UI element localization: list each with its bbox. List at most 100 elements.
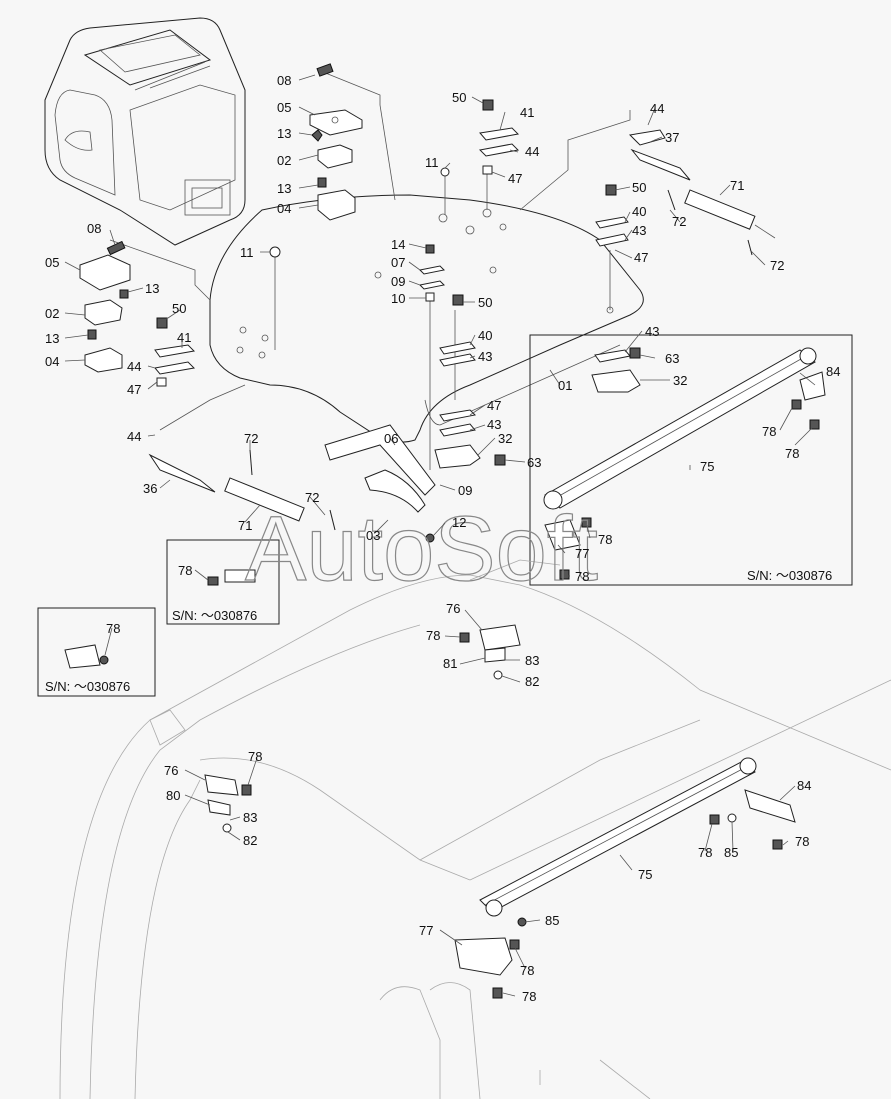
callout-l16: 72 xyxy=(770,258,784,273)
callout-l35: 50 xyxy=(172,301,186,316)
callout-l38: 47 xyxy=(127,382,141,397)
left-lock-assembly xyxy=(79,240,131,373)
callout-l14: 71 xyxy=(730,178,744,193)
bracket-variant xyxy=(64,644,109,669)
callout-l70: 78 xyxy=(248,749,262,764)
callout-l77: 85 xyxy=(724,845,738,860)
blind-detail-box xyxy=(529,334,853,586)
callout-l49: 78 xyxy=(785,446,799,461)
bracket-variant-box xyxy=(37,607,156,697)
callout-l27: 11 xyxy=(240,245,254,260)
callout-l48: 78 xyxy=(762,424,776,439)
callout-l51: 72 xyxy=(244,431,258,446)
callout-l31: 10 xyxy=(391,291,405,306)
callout-l13: 37 xyxy=(665,130,679,145)
callout-l53: 36 xyxy=(143,481,157,496)
callout-l06: 04 xyxy=(277,201,291,216)
callout-l80: 77 xyxy=(419,923,433,938)
callout-l19: 43 xyxy=(632,223,646,238)
callout-leaders xyxy=(64,74,816,997)
callout-labels: 08 05 13 02 13 04 50 41 44 47 11 44 37 7… xyxy=(45,73,840,1004)
callout-l60: 78 xyxy=(598,532,612,547)
callout-l09: 44 xyxy=(525,144,539,159)
callout-l45: 32 xyxy=(498,431,512,446)
callout-l63: 78 xyxy=(178,563,192,578)
callout-l30: 09 xyxy=(391,274,405,289)
hatch-plate xyxy=(209,194,644,443)
cab-thumbnail xyxy=(44,17,246,246)
callout-l12: 44 xyxy=(650,101,664,116)
blind-detail-top xyxy=(543,347,826,580)
callout-l78: 78 xyxy=(795,834,809,849)
callout-l57: 03 xyxy=(366,528,380,543)
callout-l34: 43 xyxy=(478,349,492,364)
callout-l71: 76 xyxy=(164,763,178,778)
callout-l66: 78 xyxy=(426,628,440,643)
callout-l08: 41 xyxy=(520,105,534,120)
callout-l68: 83 xyxy=(525,653,539,668)
callout-l11: 11 xyxy=(425,155,439,170)
callout-l62: 78 xyxy=(575,569,589,584)
serial-note-right: S/N: ～030876 xyxy=(747,568,832,583)
callout-l59: 75 xyxy=(700,459,714,474)
serial-note-mid: S/N: ～030876 xyxy=(172,608,257,623)
callout-l20: 47 xyxy=(634,250,648,265)
callout-l44: 43 xyxy=(487,417,501,432)
callout-l46: 63 xyxy=(527,455,541,470)
callout-l28: 14 xyxy=(391,237,405,252)
callout-l41: 32 xyxy=(673,373,687,388)
callout-l65: 76 xyxy=(446,601,460,616)
callout-l79: 75 xyxy=(638,867,652,882)
callout-l54: 09 xyxy=(458,483,472,498)
callout-l67: 81 xyxy=(443,656,457,671)
watermark: AutoSoft xyxy=(245,498,598,600)
callout-l61: 77 xyxy=(575,546,589,561)
callout-l43: 47 xyxy=(487,398,501,413)
callout-l76: 78 xyxy=(698,845,712,860)
callout-l32: 50 xyxy=(478,295,492,310)
callout-l69: 82 xyxy=(525,674,539,689)
callout-l15: 72 xyxy=(672,214,686,229)
latch-center xyxy=(459,624,521,680)
callout-l01: 08 xyxy=(277,73,291,88)
callout-l74: 82 xyxy=(243,833,257,848)
lower-blind xyxy=(454,757,796,999)
callout-l10: 47 xyxy=(508,171,522,186)
callout-l58: 12 xyxy=(452,515,466,530)
callout-l07: 50 xyxy=(452,90,466,105)
callout-l72: 80 xyxy=(166,788,180,803)
gas-struts xyxy=(148,129,776,543)
callout-l02: 05 xyxy=(277,100,291,115)
callout-l40: 63 xyxy=(665,351,679,366)
callout-l73: 83 xyxy=(243,810,257,825)
callout-l36: 41 xyxy=(177,330,191,345)
upper-lock-assembly xyxy=(309,63,363,221)
latch-left xyxy=(204,774,252,833)
callout-l03: 13 xyxy=(277,126,291,141)
callout-l05: 13 xyxy=(277,181,291,196)
callout-l29: 07 xyxy=(391,255,405,270)
callout-l25: 13 xyxy=(45,331,59,346)
strut-variant-box xyxy=(166,539,280,625)
callout-l23: 13 xyxy=(145,281,159,296)
callout-l37: 44 xyxy=(127,359,141,374)
callout-l26: 04 xyxy=(45,354,59,369)
callout-l64: 78 xyxy=(106,621,120,636)
callout-l22: 05 xyxy=(45,255,59,270)
callout-l50: 44 xyxy=(127,429,141,444)
callout-l21: 08 xyxy=(87,221,101,236)
callout-l18: 40 xyxy=(632,204,646,219)
callout-l33: 40 xyxy=(478,328,492,343)
callout-l75: 84 xyxy=(797,778,811,793)
callout-l24: 02 xyxy=(45,306,59,321)
bracket-stacks xyxy=(154,99,641,469)
callout-l04: 02 xyxy=(277,153,291,168)
callout-l39: 43 xyxy=(645,324,659,339)
leader-lines xyxy=(109,69,631,470)
callout-l55: 72 xyxy=(305,490,319,505)
callout-l83: 78 xyxy=(522,989,536,1004)
strut-variant xyxy=(207,569,256,586)
roof-outline xyxy=(59,559,891,1099)
